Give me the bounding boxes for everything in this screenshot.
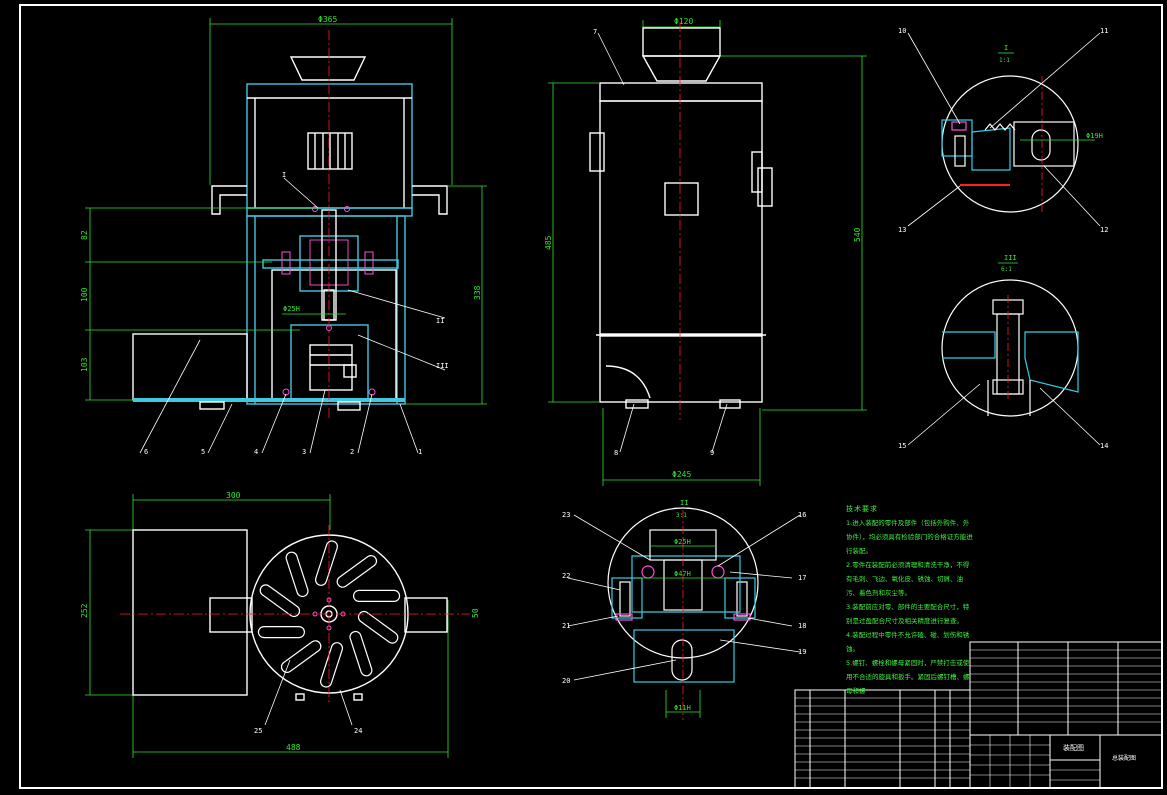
part-number: 18 [798, 622, 806, 630]
part-number: 3 [302, 448, 306, 456]
detail-one-scale: 1:1 [999, 57, 1010, 64]
outlet-chute [132, 333, 248, 401]
part-number: 9 [710, 449, 714, 457]
detail-two-dim-bot: Φ11H [674, 704, 691, 712]
part-number: 17 [798, 574, 806, 582]
side-body [599, 100, 763, 335]
part-number: 11 [1100, 27, 1108, 35]
part-number: 24 [354, 727, 362, 735]
right-handle [412, 185, 448, 215]
lower-housing [246, 215, 406, 405]
part-number: 2 [350, 448, 354, 456]
note-item: 2.零件在装配前必须清理和清洗干净，不得有毛刺、飞边、氧化皮、锈蚀、切屑、油污、… [846, 561, 970, 597]
part-number: 23 [562, 511, 570, 519]
detail-two-scale: 3:1 [676, 512, 687, 519]
front-width-dimension [209, 18, 453, 185]
technical-requirements: 技术要求 1.进入装配的零件及部件（包括外购件、外协件），均必须具有检验部门的合… [846, 502, 974, 698]
part-number: 13 [898, 226, 906, 234]
dim-shaft-dia: Φ25H [283, 305, 300, 313]
part-number: 22 [562, 572, 570, 580]
part-number: 15 [898, 442, 906, 450]
detail-two-dim-mid: Φ47H [674, 570, 691, 578]
ref-detail-three: III [436, 362, 449, 370]
front-width-label: Φ365 [318, 15, 337, 24]
detail-one: I 1:1 Φ19H 10 11 13 12 [898, 27, 1108, 234]
dim-height-total: 338 [473, 285, 482, 300]
side-top-dia: Φ120 [674, 17, 693, 26]
plan-bottom-width: 488 [286, 743, 301, 752]
side-height-right: 540 [853, 227, 862, 242]
part-number: 7 [593, 28, 597, 36]
dim-seg-top: 82 [80, 230, 89, 240]
detail-two-label: II [680, 499, 688, 507]
plan-height: 252 [80, 603, 89, 618]
detail-three: III 6:1 15 14 [898, 254, 1108, 450]
side-base [599, 335, 763, 403]
side-hopper [641, 55, 722, 82]
detail-one-label: I [1004, 44, 1008, 52]
detail-two: II 3:1 Φ25H Φ47H Φ11H [562, 499, 806, 720]
plan-tab-left [209, 597, 253, 633]
hopper [289, 56, 367, 81]
ref-detail-two: II [436, 317, 444, 325]
side-height-left: 485 [544, 235, 553, 250]
note-item: 5.螺钉、螺栓和螺母紧固时，严禁打击或使用不合适的旋具和扳手。紧固后螺钉槽、螺母… [846, 659, 970, 695]
side-window [664, 182, 699, 216]
title-drawing-name: 装配图 [1063, 743, 1084, 752]
part-number: 4 [254, 448, 258, 456]
part-number: 5 [201, 448, 205, 456]
detail-two-dim-top: Φ25H [674, 538, 691, 546]
part-number: 20 [562, 677, 570, 685]
part-number: 8 [614, 449, 618, 457]
detail-two-hub [633, 629, 735, 683]
note-item: 1.进入装配的零件及部件（包括外购件、外协件），均必须具有检验部门的合格证方能进… [846, 519, 973, 555]
detail-one-dim: Φ19H [1086, 132, 1103, 140]
sheet-border [19, 4, 1163, 789]
part-number: 6 [144, 448, 148, 456]
front-part-numbers: 6 5 4 3 2 1 [144, 448, 422, 456]
front-view: Φ365 [80, 15, 487, 456]
side-view: Φ120 485 540 Φ245 [544, 17, 867, 486]
foot-center [337, 401, 361, 411]
note-item: 3.装配前应对零、部件的主要配合尺寸，特别是过盈配合尺寸及相关精度进行复查。 [846, 603, 970, 625]
side-lid [599, 82, 763, 102]
part-number: 12 [1100, 226, 1108, 234]
front-bolts [281, 206, 376, 396]
plan-tab-right [404, 597, 448, 633]
notes-title: 技术要求 [846, 505, 878, 513]
side-right-handle [751, 151, 763, 193]
plan-view: 300 252 488 50 [80, 491, 480, 758]
motor [309, 344, 353, 391]
ref-detail-one: I [282, 171, 286, 179]
side-foot-right [719, 399, 741, 409]
dim-seg-mid: 100 [80, 287, 89, 302]
motor-housing [290, 324, 369, 401]
left-handle [211, 185, 247, 215]
foot-left [199, 401, 225, 410]
side-left-handle [589, 132, 605, 172]
side-foot-left [625, 399, 649, 409]
side-hopper-neck [642, 27, 721, 57]
part-number: 16 [798, 511, 806, 519]
detail-three-scale: 6:1 [1001, 266, 1012, 273]
part-number: 10 [898, 27, 906, 35]
part-number: 1 [418, 448, 422, 456]
parts-list-table [794, 641, 1163, 789]
front-left-dimensions [85, 207, 318, 401]
dim-seg-bot: 103 [80, 357, 89, 372]
grate-block [307, 132, 353, 170]
detail-three-label: III [1004, 254, 1017, 262]
title-drawing-no: 总装配图 [1112, 754, 1136, 762]
plan-right-dim: 50 [471, 608, 480, 618]
plan-top-width: 300 [226, 491, 241, 500]
part-number: 19 [798, 648, 806, 656]
divider-plate [246, 207, 413, 217]
part-number: 25 [254, 727, 262, 735]
part-number: 14 [1100, 442, 1108, 450]
side-bottom-width: Φ245 [672, 470, 691, 479]
part-number: 21 [562, 622, 570, 630]
plan-chute [132, 529, 248, 696]
note-item: 4.装配过程中零件不允许磕、碰、划伤和锈蚀。 [846, 631, 970, 653]
